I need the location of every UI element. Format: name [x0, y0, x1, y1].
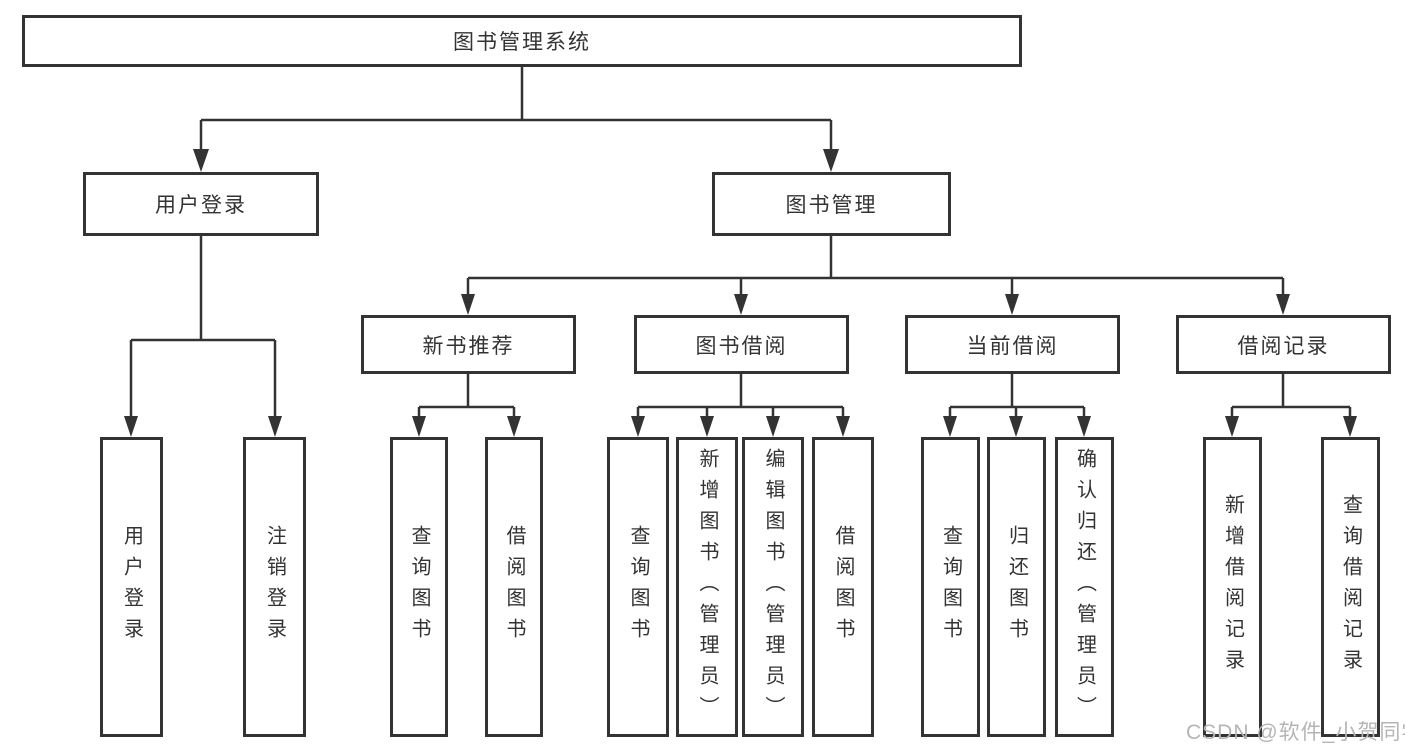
leaf-bb-edit-books-admin-label: 编辑图书（管理员）	[762, 447, 784, 727]
node-book-borrowing: 图书借阅	[634, 315, 849, 374]
leaf-rec-query-books: 查询图书	[390, 437, 448, 737]
node-new-book-recommendation-label: 新书推荐	[422, 334, 515, 358]
leaf-bb-borrow-books: 借阅图书	[812, 437, 874, 737]
leaf-cb-return-books: 归还图书	[987, 437, 1046, 737]
leaf-user-login-label: 用户登录	[120, 525, 143, 649]
leaf-bb-borrow-books-label: 借阅图书	[832, 525, 854, 649]
leaf-query-borrow-record: 查询借阅记录	[1321, 437, 1380, 737]
leaf-bb-edit-books-admin: 编辑图书（管理员）	[742, 437, 804, 737]
leaf-cb-query-books: 查询图书	[921, 437, 980, 737]
node-user-login-label: 用户登录	[155, 194, 247, 217]
node-new-book-recommendation: 新书推荐	[361, 315, 576, 374]
node-root: 图书管理系统	[22, 15, 1022, 67]
node-borrowing-records: 借阅记录	[1176, 315, 1391, 374]
leaf-cb-return-books-label: 归还图书	[1005, 525, 1028, 649]
node-current-borrowing-label: 当前借阅	[966, 334, 1059, 358]
leaf-user-login: 用户登录	[100, 437, 163, 737]
node-root-label: 图书管理系统	[453, 31, 591, 54]
leaf-bb-add-books-admin-label: 新增图书（管理员）	[696, 447, 718, 727]
node-current-borrowing: 当前借阅	[905, 315, 1120, 374]
leaf-cb-confirm-return-admin: 确认归还（管理员）	[1055, 437, 1114, 737]
leaf-add-borrow-record: 新增借阅记录	[1203, 437, 1262, 737]
leaf-rec-borrow-books-label: 借阅图书	[503, 525, 525, 649]
leaf-cb-confirm-return-admin-label: 确认归还（管理员）	[1073, 447, 1096, 727]
leaf-cb-query-books-label: 查询图书	[939, 525, 962, 649]
arrowheads	[124, 149, 1357, 437]
leaf-rec-query-books-label: 查询图书	[408, 525, 430, 649]
leaf-add-borrow-record-label: 新增借阅记录	[1221, 494, 1244, 680]
leaf-bb-add-books-admin: 新增图书（管理员）	[676, 437, 738, 737]
leaf-rec-borrow-books: 借阅图书	[485, 437, 543, 737]
node-book-management: 图书管理	[712, 172, 951, 236]
node-user-login: 用户登录	[83, 172, 319, 236]
node-borrowing-records-label: 借阅记录	[1237, 334, 1330, 358]
node-book-management-label: 图书管理	[785, 194, 878, 217]
leaf-query-borrow-record-label: 查询借阅记录	[1339, 494, 1362, 680]
leaf-logout: 注销登录	[243, 437, 306, 737]
csdn-watermark: CSDN @软件_小贺同学	[1186, 721, 1405, 744]
leaf-bb-query-books: 查询图书	[607, 437, 669, 737]
node-book-borrowing-label: 图书借阅	[695, 334, 788, 358]
leaf-logout-label: 注销登录	[263, 525, 286, 649]
leaf-bb-query-books-label: 查询图书	[627, 525, 649, 649]
